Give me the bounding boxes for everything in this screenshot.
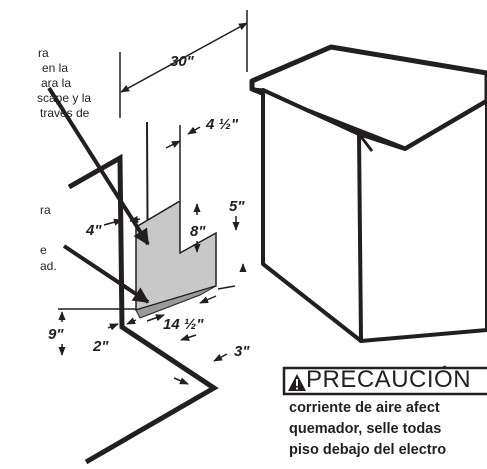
dimension-30-arrow (120, 22, 248, 93)
caution-line-2: quemador, selle todas (289, 421, 442, 437)
caution-line-3: piso debajo del electro (289, 442, 447, 458)
caution-box (282, 366, 487, 396)
callout-arrow-lower (62, 244, 150, 304)
dimension-3-label: 3" (234, 343, 250, 360)
dimension-4-half-label: 4 ½" (205, 116, 239, 133)
dimension-9-label: 9" (48, 326, 64, 343)
wall-and-floor-outline (67, 153, 219, 465)
dimension-14-half-label: 14 ½" (163, 316, 204, 333)
caution-title: PRECAUCIÓN (306, 366, 472, 393)
dimension-3-arrow-upper (213, 353, 228, 362)
side-note-1-line-4: scape y la (37, 91, 92, 105)
dimension-5-label: 5" (229, 198, 245, 215)
callout-arrow-upper (47, 86, 150, 246)
side-note-2-line-1: ra (40, 203, 51, 217)
dimension-4-half-arrow-left (165, 140, 181, 149)
dimension-14-lower-arrow (180, 334, 197, 341)
dimension-8-label: 8" (190, 223, 206, 240)
dimension-2-label: 2" (92, 338, 109, 355)
dimension-4-label: 4" (85, 222, 102, 239)
side-note-2-line-2: e (40, 243, 47, 257)
side-note-1-line-1: ra (38, 46, 49, 60)
dimension-14-arrow-right (199, 295, 217, 304)
side-note-2-line-3: ad. (40, 259, 57, 273)
dimension-14-arrow-left (146, 314, 165, 322)
caution-line-1: corriente de aire afect (289, 400, 440, 416)
side-note-1-line-2: en la (42, 61, 69, 75)
dimension-30-label: 30" (170, 53, 195, 70)
dimension-4-arrow (103, 218, 123, 226)
dimension-3-arrow-lower (173, 377, 189, 385)
dimension-2-arrow-left (107, 323, 119, 331)
dimension-2-arrow-right (126, 317, 137, 325)
appliance-box (249, 44, 487, 343)
cutout-opening (135, 199, 217, 319)
dimension-4-half-arrow-right (187, 126, 201, 135)
warning-icon (288, 374, 306, 391)
ref-line-14-right (217, 285, 236, 290)
side-note-1-line-3: ara la (41, 76, 72, 90)
